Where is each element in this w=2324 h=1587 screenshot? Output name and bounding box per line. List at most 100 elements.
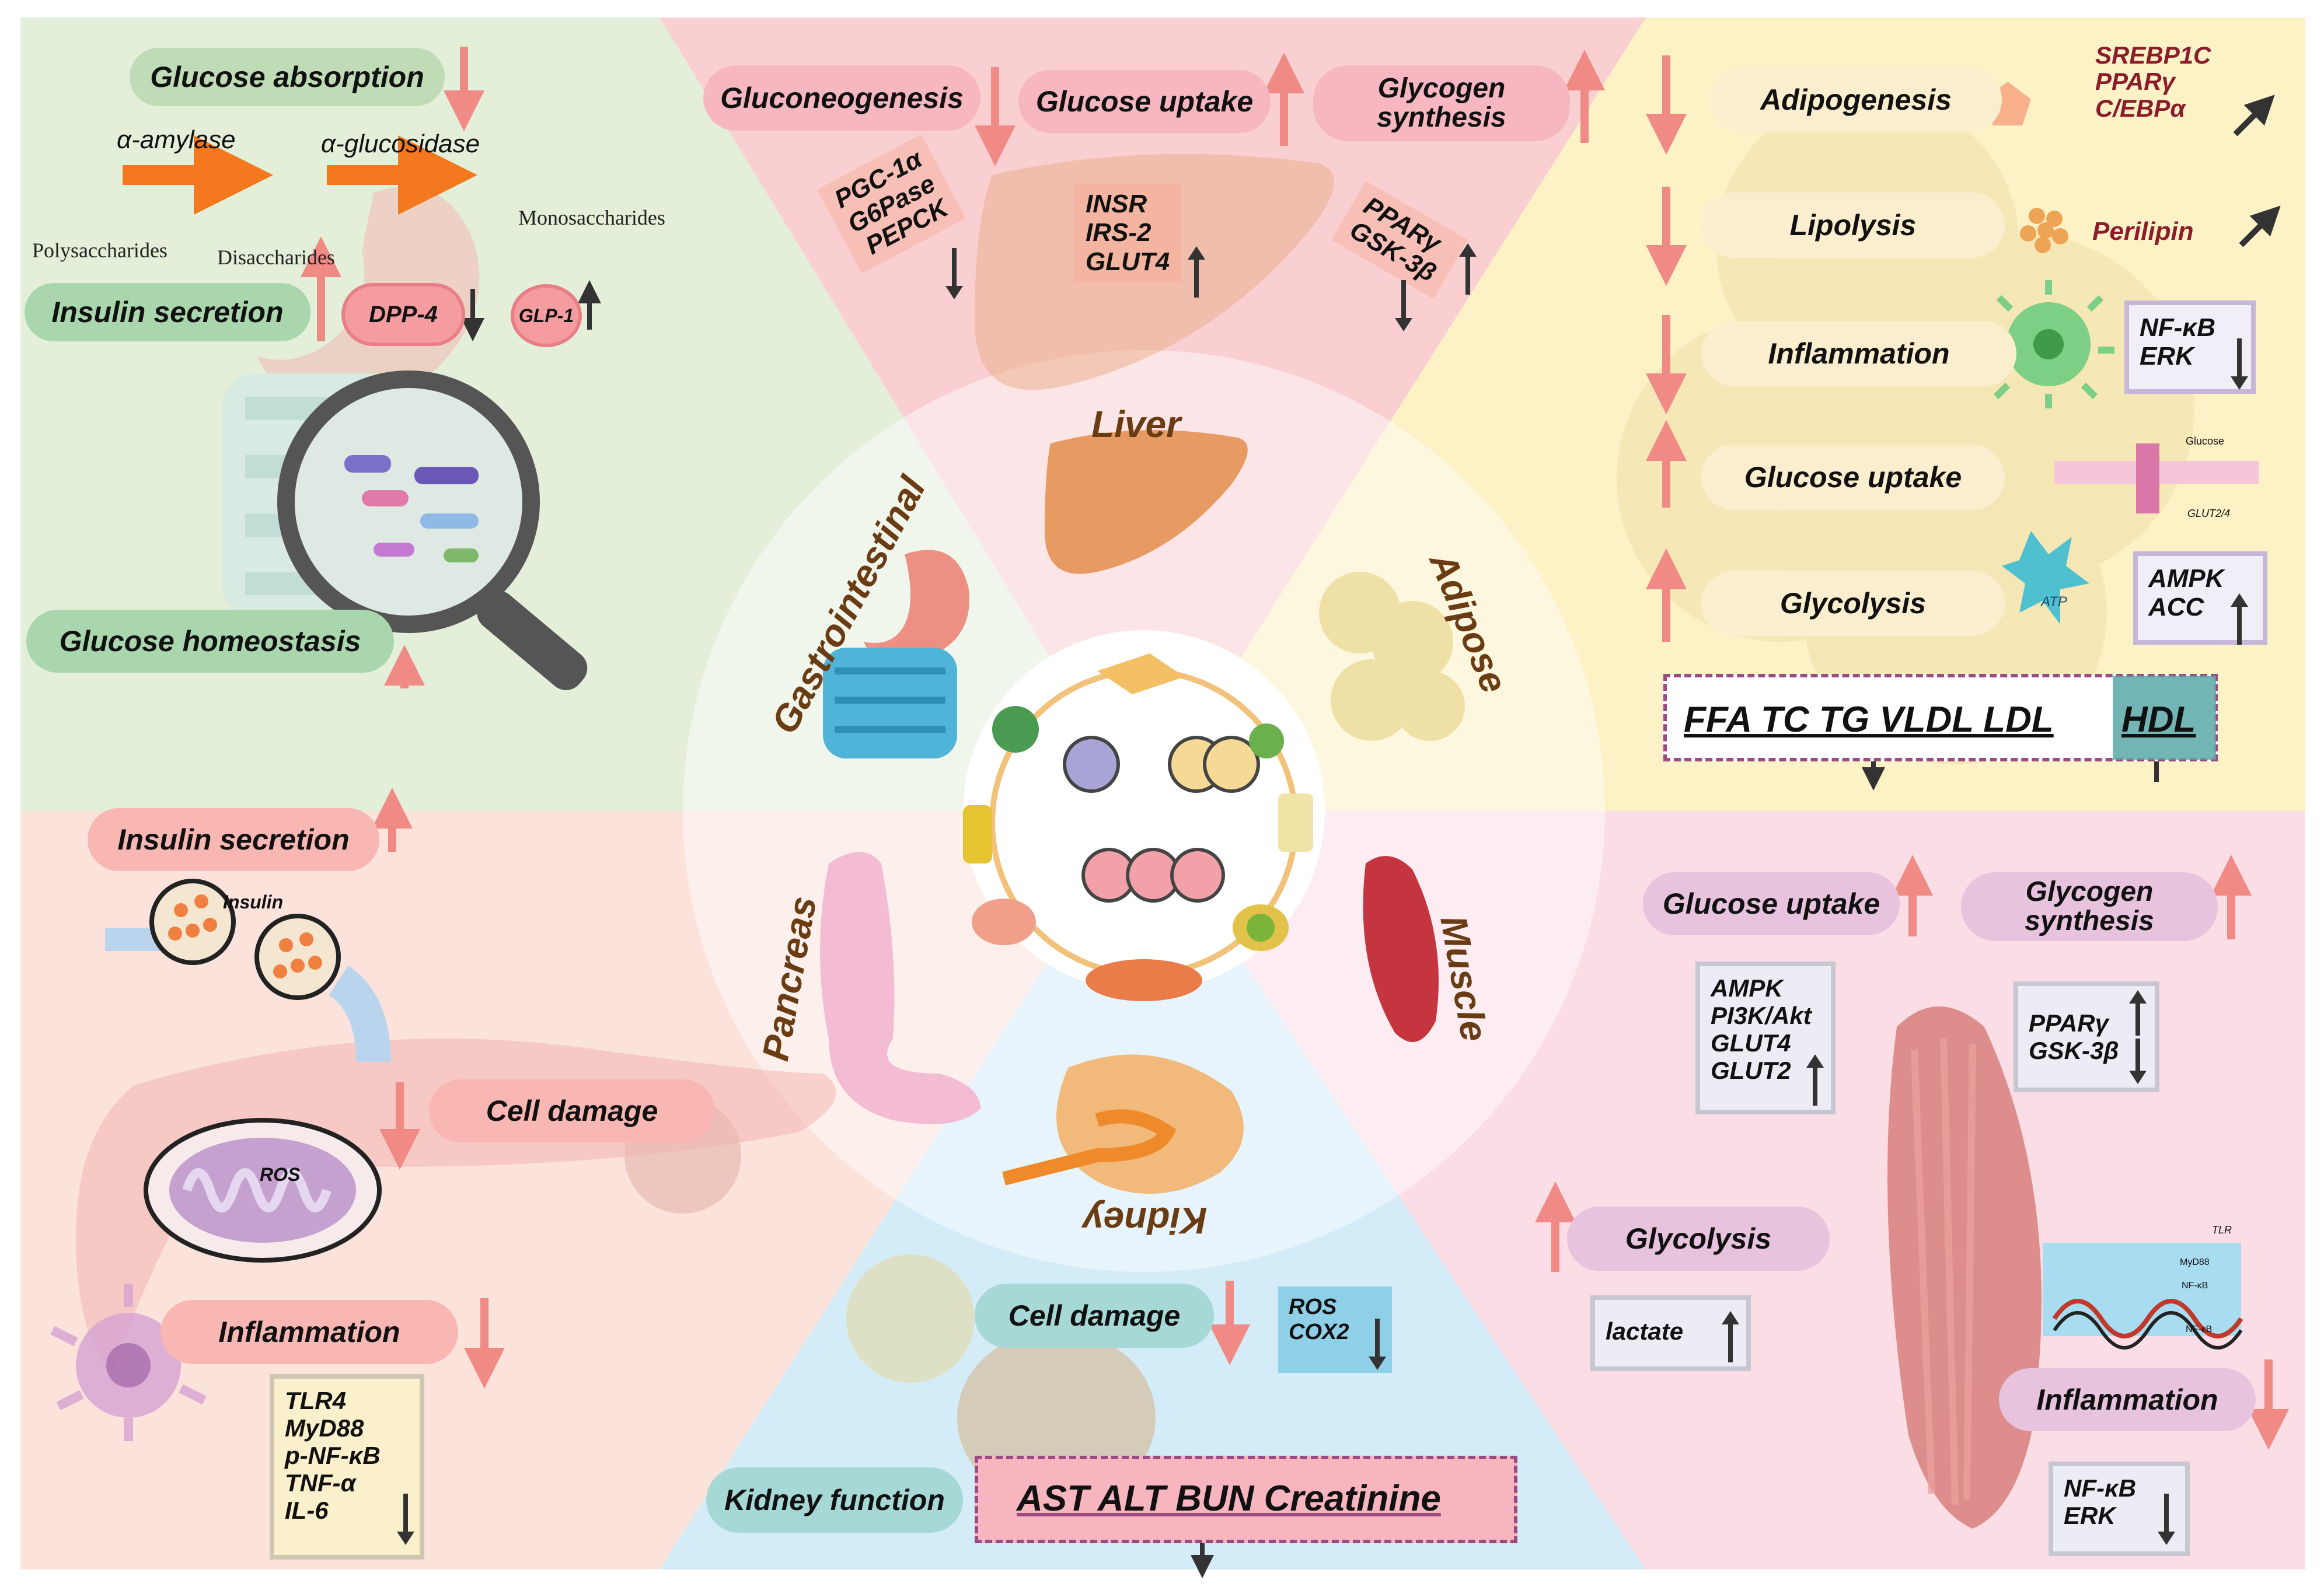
liver-big-illustration [975,154,1334,390]
pancreas-insulin-secretion-label: Insulin secretion [117,823,350,856]
muscle-glucose-uptake-pill: Glucose uptake [1643,872,1900,935]
gi-glucose-absorption-label: Glucose absorption [150,61,424,93]
adipose-glucose-uptake-pill: Glucose uptake [1701,445,2005,510]
gi-glucose-absorption-pill: Glucose absorption [130,48,445,106]
adipogenesis-label: Adipogenesis [1760,83,1952,116]
erk-muscle-label: ERK [2064,1502,2116,1530]
muscle-glycolysis-label: Glycolysis [1625,1222,1772,1255]
ppar-adipose-label: PPARγ [2095,68,2175,96]
insr-label: INSR [1086,190,1147,218]
pancreas-insulin-secretion-pill: Insulin secretion [88,808,379,871]
lipolysis-pill: Lipolysis [1701,193,2005,258]
nfkb-muscle-label: NF-κB [2064,1474,2137,1502]
adipose-glycolysis-label: Glycolysis [1779,587,1927,620]
macrophage-icon [50,1284,207,1441]
adipose-inflammation-label: Inflammation [1768,337,1950,370]
muscle-box2-down-arrow [2129,1039,2147,1084]
pi3k-akt-label: PI3K/Akt [1711,1002,1812,1030]
glp1-label: GLP-1 [518,305,574,326]
lipid-markers-down-label: FFA TC TG VLDL LDL [1684,700,2054,740]
pancreas-inflammation-pill: Inflammation [160,1300,458,1364]
glut4-muscle-label: GLUT4 [1711,1029,1791,1057]
dpp4-badge: DPP-4 [341,283,465,346]
gi-glucose-homeostasis-label: Glucose homeostasis [59,625,361,658]
liver-gluconeogenesis-pill: Gluconeogenesis [703,65,980,131]
liver-glycogen-synthesis-label: Glycogen synthesis [1377,72,1506,133]
muscle-inflammation-pill: Inflammation [1999,1368,2256,1431]
alpha-amylase-label: α-amylase [117,125,236,154]
irs2-label: IRS-2 [1086,218,1151,247]
disaccharides-label: Disaccharides [217,246,335,269]
glp1-badge: GLP-1 [511,284,582,347]
perilipin-label: Perilipin [2092,217,2194,246]
gi-insulin-secretion-pill: Insulin secretion [25,283,310,341]
gsk3b-muscle-label: GSK-3β [2029,1037,2119,1065]
gastrointestinal-icon [823,550,969,758]
il6-label: IL-6 [285,1497,329,1525]
cox2-label: COX2 [1289,1319,1349,1344]
perilipin-up-arrow [2239,205,2281,247]
pancreas-cell-damage-label: Cell damage [486,1095,658,1127]
tnfa-label: TNF-α [285,1469,356,1497]
membrane-transporter-icon [2054,443,2259,513]
glut2-label: GLUT2 [1711,1057,1791,1085]
gi-glucose-homeostasis-pill: Glucose homeostasis [26,610,394,673]
lipolysis-label: Lipolysis [1789,209,1917,242]
srebp1c-label: SREBP1C [2095,41,2211,69]
adipose-inflammation-pill: Inflammation [1701,321,2016,386]
pancreas-box-down-arrow [397,1494,414,1545]
muscle-box1-up-arrow [1806,1054,1824,1106]
glut4-liver-label: GLUT4 [1086,247,1170,276]
atp-label: ATP [2041,594,2067,610]
kidney-damaged-cell-icon [846,1254,975,1383]
kidney-function-label: Kidney function [724,1484,945,1516]
insulin-label: Insulin [223,892,284,913]
myd88-muscle-label: MyD88 [2180,1257,2210,1267]
adipose-glycolysis-pill: Glycolysis [1701,571,2005,636]
adipose-glucose-uptake-label: Glucose uptake [1744,461,1962,494]
liver-glucose-uptake-label: Glucose uptake [1035,85,1254,118]
liver-box1-down-arrow [945,248,963,299]
liver-box3-down-arrow [1395,280,1412,331]
glucose-small-label: Glucose [2186,435,2225,447]
kidney-function-pill: Kidney function [706,1467,963,1533]
liver-icon [1045,430,1248,574]
muscle-box2-up-arrow [2129,990,2147,1036]
srebp-down-arrow [2233,95,2275,137]
liver-glycogen-synthesis-pill: Glycogen synthesis [1313,65,1570,141]
lactate-box: lactate [1590,1295,1751,1371]
beta-cells-icon [105,879,391,1062]
organ-label-kidney: Kidney [1083,1200,1208,1242]
kidney-markers-label: AST ALT BUN Creatinine [1017,1478,1441,1519]
muscle-box-1: AMPK PI3K/Akt GLUT4 GLUT2 [1695,962,1836,1114]
pancreas-marker-box: TLR4 MyD88 p-NF-κB TNF-α IL-6 [270,1374,424,1560]
kidney-cell-damage-pill: Cell damage [975,1284,1214,1348]
adipose-nfkb-down-arrow [2231,338,2248,390]
food-icons [963,653,1313,1001]
kidney-cell-damage-label: Cell damage [1008,1299,1181,1332]
muscle-box3-down-arrow [2158,1494,2175,1545]
ros-pancreas-label: ROS [260,1164,301,1185]
magnifier-icon [277,370,588,690]
adipose-icon [1319,572,1465,741]
monosaccharides-label: Monosaccharides [518,206,665,229]
liver-box2-up-arrow [1188,246,1205,298]
ros-kidney-label: ROS [1289,1295,1337,1319]
hdl-label: HDL [2121,700,2196,740]
erk-adipose-label: ERK [2140,342,2194,371]
muscle-glycolysis-pill: Glycolysis [1567,1207,1830,1271]
srebp-list: SREBP1C PPARγ C/EBPα [2095,42,2211,121]
atp-star-icon [2002,531,2089,624]
liver-box-2: INSR IRS-2 GLUT4 [1074,184,1182,282]
tlr-label: TLR [2212,1224,2232,1236]
muscle-glucose-uptake-label: Glucose uptake [1662,887,1880,920]
liver-glucose-uptake-pill: Glucose uptake [1018,70,1271,133]
tlr4-label: TLR4 [285,1387,346,1414]
ampk-muscle-label: AMPK [1711,974,1783,1002]
cebpa-label: C/EBPα [2095,94,2186,122]
alpha-glucosidase-label: α-glucosidase [321,130,480,158]
glut24-label: GLUT2/4 [2187,508,2231,519]
liver-box3-up-arrow [1459,243,1477,295]
